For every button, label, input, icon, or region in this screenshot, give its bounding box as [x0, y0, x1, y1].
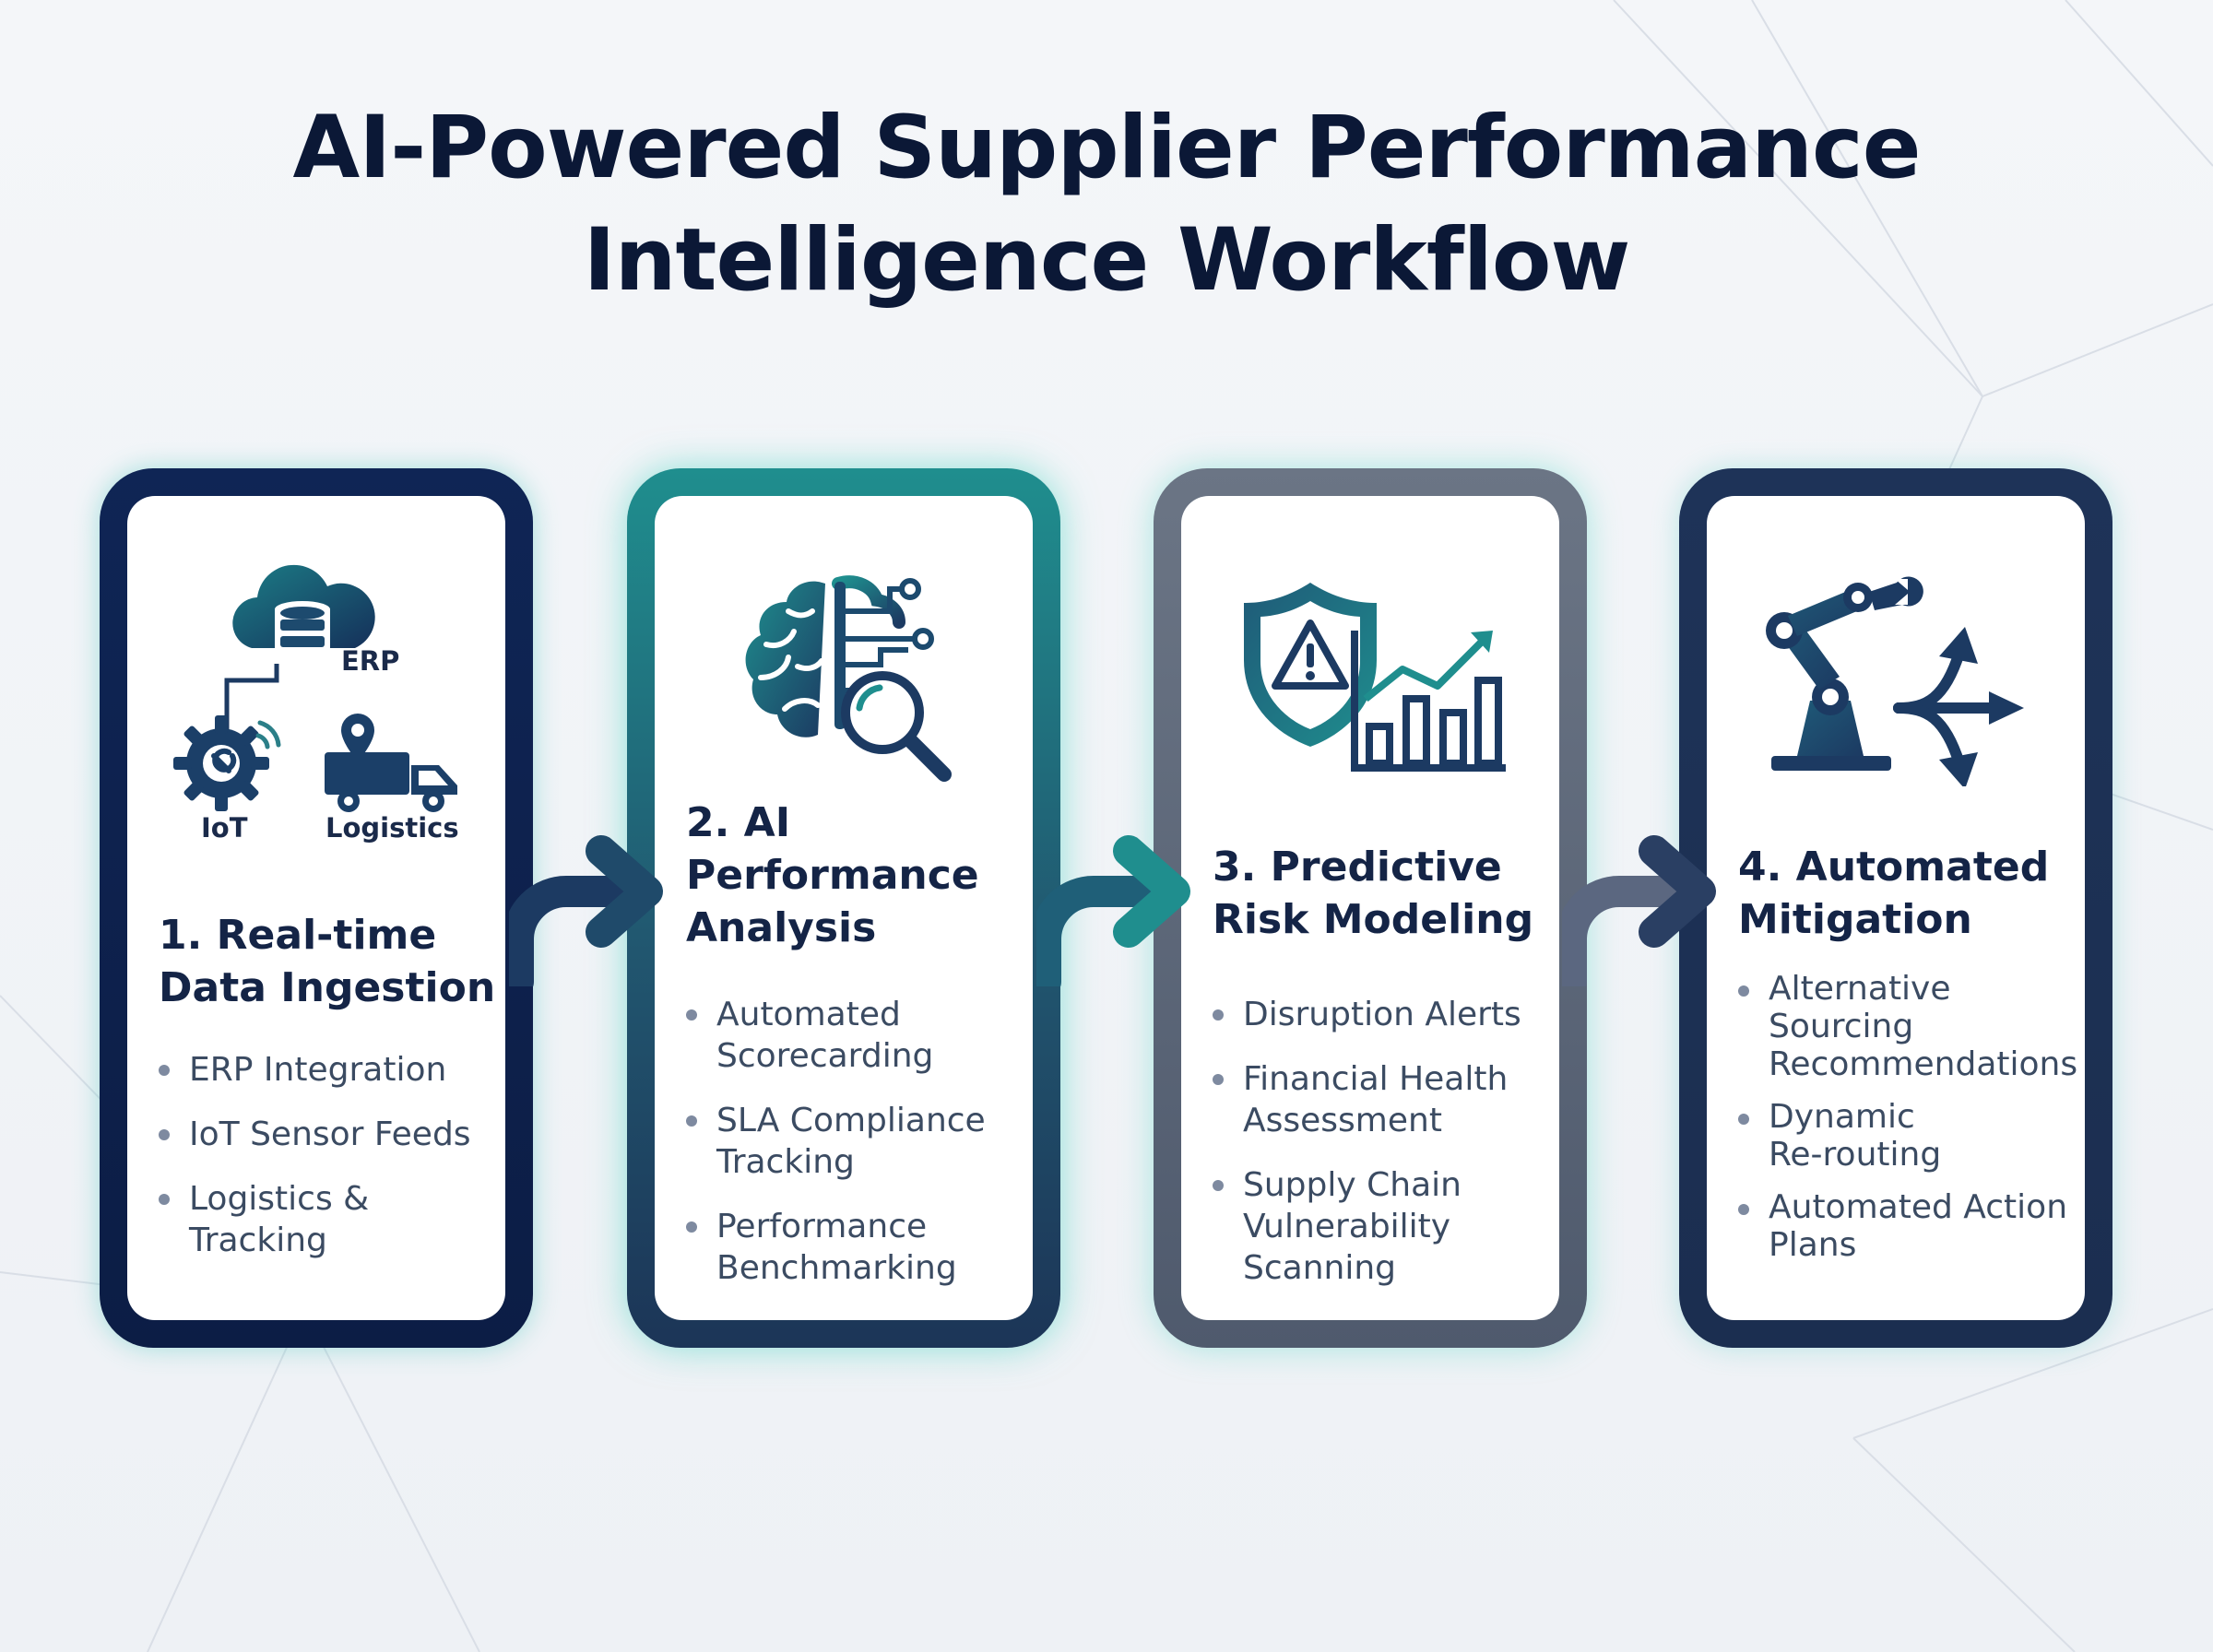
step-title: 4. Automated Mitigation	[1738, 844, 2050, 943]
title-line-2: Intelligence Workflow	[583, 210, 1631, 311]
magnifier-icon	[841, 671, 952, 782]
erp-label: ERP	[341, 645, 400, 677]
page-title: AI-Powered Supplier Performance Intellig…	[0, 92, 2213, 317]
flow-arrow-1-to-2	[509, 835, 663, 986]
step-card-data-ingestion: ERP	[100, 468, 533, 1348]
growth-chart-icon	[1351, 631, 1506, 772]
gear-wifi-icon	[173, 715, 281, 811]
step-card-body: ERP	[127, 496, 505, 1320]
step-title: 3. Predictive Risk Modeling	[1213, 844, 1534, 943]
brain-circuit-icon	[745, 575, 934, 738]
flow-arrow-2-to-3	[1036, 835, 1190, 986]
branching-arrows-icon	[1893, 627, 2024, 786]
step-card-body: 3. Predictive Risk Modeling Disruption A…	[1181, 496, 1559, 1320]
warning-shield-icon	[1244, 583, 1377, 747]
step-title: 2. AI Performance Analysis	[686, 799, 979, 951]
step-title: 1. Real-time Data Ingestion	[159, 912, 496, 1011]
step-bullet-list: ERP Integration IoT Sensor Feeds Logisti…	[159, 1049, 498, 1284]
list-item: IoT Sensor Feeds	[159, 1114, 498, 1155]
list-item: Disruption Alerts	[1213, 994, 1552, 1035]
connector-line	[224, 664, 279, 736]
delivery-truck-icon	[325, 714, 457, 812]
step-card-risk-modeling: 3. Predictive Risk Modeling Disruption A…	[1154, 468, 1587, 1348]
cloud-database-icon	[232, 564, 375, 668]
iot-label: IoT	[201, 812, 248, 844]
list-item: ERP Integration	[159, 1049, 498, 1091]
robotic-arm-icon	[1766, 576, 1923, 771]
list-item: Logistics &Tracking	[159, 1178, 498, 1261]
logistics-label: Logistics	[325, 812, 459, 844]
flow-arrow-3-to-4	[1562, 835, 1716, 986]
title-line-1: AI-Powered Supplier Performance	[292, 98, 1921, 198]
